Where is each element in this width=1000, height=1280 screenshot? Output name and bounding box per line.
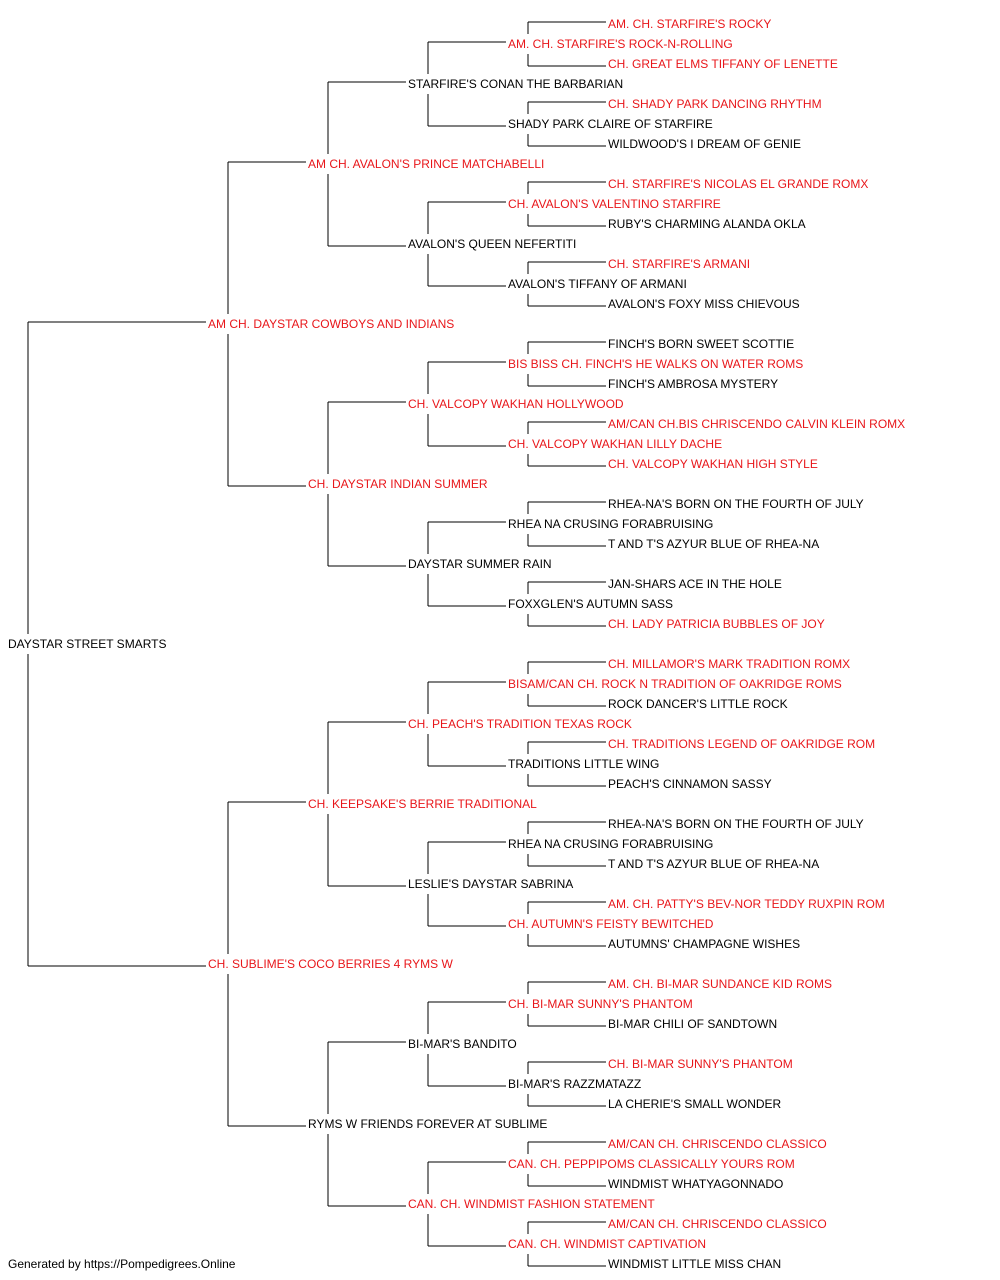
ancestor-name-gen4: CH. AVALON'S VALENTINO STARFIRE [508,197,721,211]
ancestor-name-gen1: CH. SUBLIME'S COCO BERRIES 4 RYMS W [208,957,453,971]
ancestor-name-gen3: CAN. CH. WINDMIST FASHION STATEMENT [408,1197,655,1211]
ancestor-name-gen5: AM/CAN CH.BIS CHRISCENDO CALVIN KLEIN RO… [608,417,905,431]
ancestor-name-gen3: CH. PEACH'S TRADITION TEXAS ROCK [408,717,632,731]
ancestor-name-gen5: BI-MAR CHILI OF SANDTOWN [608,1017,777,1031]
ancestor-name-gen1: AM CH. DAYSTAR COWBOYS AND INDIANS [208,317,454,331]
ancestor-name-gen5: AM. CH. STARFIRE'S ROCKY [608,17,771,31]
ancestor-name-gen4: AVALON'S TIFFANY OF ARMANI [508,277,687,291]
ancestor-name-gen4: FOXXGLEN'S AUTUMN SASS [508,597,673,611]
ancestor-name-gen4: RHEA NA CRUSING FORABRUISING [508,517,713,531]
ancestor-name-gen5: JAN-SHARS ACE IN THE HOLE [608,577,782,591]
ancestor-name-gen4: BI-MAR'S RAZZMATAZZ [508,1077,641,1091]
ancestor-name-gen3: STARFIRE'S CONAN THE BARBARIAN [408,77,623,91]
ancestor-name-gen2: CH. DAYSTAR INDIAN SUMMER [308,477,488,491]
ancestor-name-gen5: CH. GREAT ELMS TIFFANY OF LENETTE [608,57,838,71]
ancestor-name-gen5: AM/CAN CH. CHRISCENDO CLASSICO [608,1137,827,1151]
ancestor-name-gen2: AM CH. AVALON'S PRINCE MATCHABELLI [308,157,544,171]
ancestor-name-gen4: SHADY PARK CLAIRE OF STARFIRE [508,117,713,131]
ancestor-name-gen5: CH. SHADY PARK DANCING RHYTHM [608,97,822,111]
ancestor-name-gen5: AVALON'S FOXY MISS CHIEVOUS [608,297,800,311]
ancestor-name-gen5: T AND T'S AZYUR BLUE OF RHEA-NA [608,537,819,551]
ancestor-name-gen5: AUTUMNS' CHAMPAGNE WISHES [608,937,800,951]
ancestor-name-gen5: T AND T'S AZYUR BLUE OF RHEA-NA [608,857,819,871]
ancestor-name-gen4: TRADITIONS LITTLE WING [508,757,659,771]
ancestor-name-gen5: AM. CH. PATTY'S BEV-NOR TEDDY RUXPIN ROM [608,897,885,911]
ancestor-name-gen4: RHEA NA CRUSING FORABRUISING [508,837,713,851]
ancestor-name-gen5: AM/CAN CH. CHRISCENDO CLASSICO [608,1217,827,1231]
ancestor-name-gen4: CH. AUTUMN'S FEISTY BEWITCHED [508,917,714,931]
ancestor-name-gen4: CH. VALCOPY WAKHAN LILLY DACHE [508,437,722,451]
ancestor-name-gen5: FINCH'S BORN SWEET SCOTTIE [608,337,794,351]
ancestor-name-gen5: RHEA-NA'S BORN ON THE FOURTH OF JULY [608,817,864,831]
ancestor-name-gen5: WINDMIST WHATYAGONNADO [608,1177,783,1191]
ancestor-name-gen5: RHEA-NA'S BORN ON THE FOURTH OF JULY [608,497,864,511]
subject-name: DAYSTAR STREET SMARTS [8,637,166,651]
ancestor-name-gen5: CH. STARFIRE'S NICOLAS EL GRANDE ROMX [608,177,868,191]
ancestor-name-gen5: WILDWOOD'S I DREAM OF GENIE [608,137,801,151]
ancestor-name-gen4: CAN. CH. WINDMIST CAPTIVATION [508,1237,706,1251]
ancestor-name-gen5: PEACH'S CINNAMON SASSY [608,777,772,791]
ancestor-name-gen5: LA CHERIE'S SMALL WONDER [608,1097,782,1111]
ancestor-name-gen4: AM. CH. STARFIRE'S ROCK-N-ROLLING [508,37,733,51]
ancestor-name-gen5: WINDMIST LITTLE MISS CHAN [608,1257,781,1271]
ancestor-name-gen2: CH. KEEPSAKE'S BERRIE TRADITIONAL [308,797,537,811]
ancestor-name-gen5: RUBY'S CHARMING ALANDA OKLA [608,217,806,231]
ancestor-name-gen5: FINCH'S AMBROSA MYSTERY [608,377,778,391]
ancestor-name-gen2: RYMS W FRIENDS FOREVER AT SUBLIME [308,1117,547,1131]
ancestor-name-gen5: ROCK DANCER'S LITTLE ROCK [608,697,788,711]
ancestor-name-gen3: BI-MAR'S BANDITO [408,1037,517,1051]
ancestor-name-gen5: AM. CH. BI-MAR SUNDANCE KID ROMS [608,977,832,991]
ancestor-name-gen5: CH. MILLAMOR'S MARK TRADITION ROMX [608,657,850,671]
ancestor-name-gen4: CH. BI-MAR SUNNY'S PHANTOM [508,997,693,1011]
ancestor-name-gen5: CH. BI-MAR SUNNY'S PHANTOM [608,1057,793,1071]
ancestor-name-gen4: CAN. CH. PEPPIPOMS CLASSICALLY YOURS ROM [508,1157,795,1171]
ancestor-name-gen3: LESLIE'S DAYSTAR SABRINA [408,877,573,891]
ancestor-name-gen5: CH. VALCOPY WAKHAN HIGH STYLE [608,457,818,471]
footer-credit: Generated by https://Pompedigrees.Online [8,1257,236,1271]
ancestor-name-gen4: BISAM/CAN CH. ROCK N TRADITION OF OAKRID… [508,677,842,691]
ancestor-name-gen5: CH. LADY PATRICIA BUBBLES OF JOY [608,617,825,631]
ancestor-name-gen3: CH. VALCOPY WAKHAN HOLLYWOOD [408,397,624,411]
ancestor-name-gen3: AVALON'S QUEEN NEFERTITI [408,237,576,251]
ancestor-name-gen5: CH. STARFIRE'S ARMANI [608,257,750,271]
ancestor-name-gen3: DAYSTAR SUMMER RAIN [408,557,552,571]
ancestor-name-gen4: BIS BISS CH. FINCH'S HE WALKS ON WATER R… [508,357,803,371]
ancestor-name-gen5: CH. TRADITIONS LEGEND OF OAKRIDGE ROM [608,737,875,751]
